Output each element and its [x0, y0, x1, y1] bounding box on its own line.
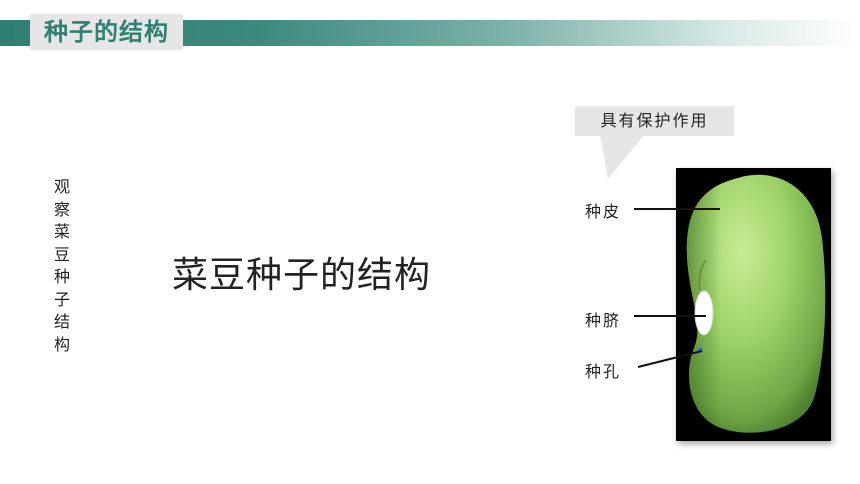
seed-image — [676, 168, 831, 441]
label-seed-coat: 种皮 — [585, 202, 622, 221]
callout-tail — [600, 135, 644, 179]
side-caption: 观察菜豆种子结构 — [53, 177, 70, 354]
hilum-mark — [695, 291, 713, 335]
leader-seed-coat — [634, 208, 720, 210]
leader-micropyle — [637, 350, 703, 368]
header-title: 种子的结构 — [30, 14, 183, 50]
label-hilum: 种脐 — [585, 311, 622, 330]
seed-groove — [698, 259, 707, 291]
leader-hilum — [634, 315, 706, 317]
label-micropyle: 种孔 — [585, 362, 622, 381]
header-accent-block — [0, 20, 14, 46]
main-title: 菜豆种子的结构 — [172, 255, 432, 296]
bean-seed-illustration — [686, 174, 826, 433]
callout-box: 具有保护作用 — [575, 106, 734, 136]
